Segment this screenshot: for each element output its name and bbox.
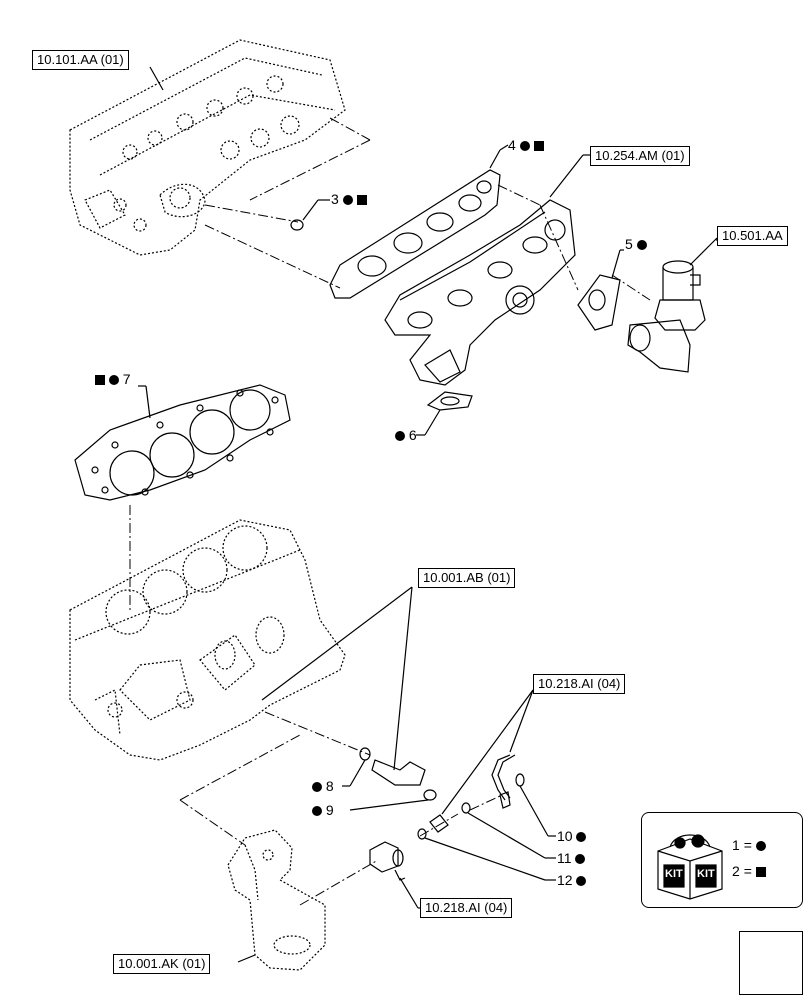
callout-number: 3 bbox=[331, 191, 339, 207]
dot-icon bbox=[576, 876, 587, 886]
dot-icon bbox=[636, 240, 647, 250]
callout-number: 12 bbox=[557, 872, 573, 888]
egr-valve-part bbox=[627, 260, 706, 373]
callout-item-4: 4 bbox=[508, 137, 544, 153]
ref-engine-block[interactable]: 10.001.AB (01) bbox=[418, 568, 516, 588]
kit-legend: KIT KIT 1 = 2 = bbox=[641, 812, 803, 908]
callout-item-9: 9 bbox=[312, 802, 334, 818]
legend-number: 1 bbox=[732, 837, 740, 853]
ref-exhaust-manifold[interactable]: 10.254.AM (01) bbox=[590, 146, 690, 166]
dot-icon bbox=[108, 375, 119, 385]
square-icon bbox=[533, 141, 544, 151]
ref-pipe-upper[interactable]: 10.218.AI (04) bbox=[533, 674, 626, 694]
cylinder-head-part bbox=[69, 39, 346, 256]
exhaust-manifold-part bbox=[384, 199, 576, 386]
callout-number: 5 bbox=[625, 236, 633, 252]
square-icon bbox=[356, 195, 367, 205]
dot-icon bbox=[342, 195, 353, 205]
callout-item-10: 10 bbox=[557, 828, 587, 844]
dot-icon bbox=[312, 806, 322, 816]
kit-box-icon bbox=[657, 834, 723, 900]
dot-icon bbox=[576, 832, 587, 842]
callout-item-11: 11 bbox=[557, 850, 586, 866]
previous-page-button[interactable] bbox=[739, 931, 803, 995]
callout-number: 11 bbox=[557, 850, 572, 866]
dot-icon bbox=[312, 782, 322, 792]
dot-icon bbox=[395, 431, 405, 441]
ref-pipe-lower[interactable]: 10.218.AI (04) bbox=[420, 898, 513, 918]
callout-number: 7 bbox=[122, 371, 131, 387]
kit-label-right: KIT bbox=[697, 868, 715, 880]
kit-label-left: KIT bbox=[665, 868, 683, 880]
dot-icon bbox=[519, 141, 530, 151]
callout-number: 6 bbox=[408, 427, 417, 443]
legend-number: 2 bbox=[732, 863, 740, 879]
dot-icon bbox=[575, 854, 586, 864]
ref-egr-valve[interactable]: 10.501.AA bbox=[717, 226, 788, 246]
callout-number: 9 bbox=[325, 802, 334, 818]
bracket-part bbox=[227, 829, 326, 971]
callout-number: 4 bbox=[508, 137, 516, 153]
callout-item-8: 8 bbox=[312, 778, 334, 794]
callout-number: 10 bbox=[557, 828, 573, 844]
callout-item-3: 3 bbox=[331, 191, 367, 207]
callout-item-12: 12 bbox=[557, 872, 587, 888]
square-icon bbox=[95, 375, 105, 385]
ref-cylinder-head[interactable]: 10.101.AA (01) bbox=[32, 50, 129, 70]
head-gasket-part bbox=[74, 384, 291, 501]
ref-bracket[interactable]: 10.001.AK (01) bbox=[113, 954, 211, 974]
legend-equals: = bbox=[743, 863, 752, 879]
callout-item-5: 5 bbox=[625, 236, 647, 252]
legend-row-1: 1 = bbox=[732, 837, 766, 853]
square-icon bbox=[755, 867, 766, 877]
callout-item-6: 6 bbox=[395, 427, 417, 443]
pipe-assembly-part bbox=[369, 754, 525, 881]
engine-block-part bbox=[69, 519, 346, 761]
callout-item-7: 7 bbox=[95, 371, 131, 387]
legend-row-2: 2 = bbox=[732, 863, 766, 879]
manifold-gasket-part bbox=[329, 169, 501, 299]
legend-equals: = bbox=[743, 837, 752, 853]
dot-icon bbox=[755, 841, 766, 851]
callout-number: 8 bbox=[325, 778, 334, 794]
sensor-part bbox=[359, 747, 437, 801]
